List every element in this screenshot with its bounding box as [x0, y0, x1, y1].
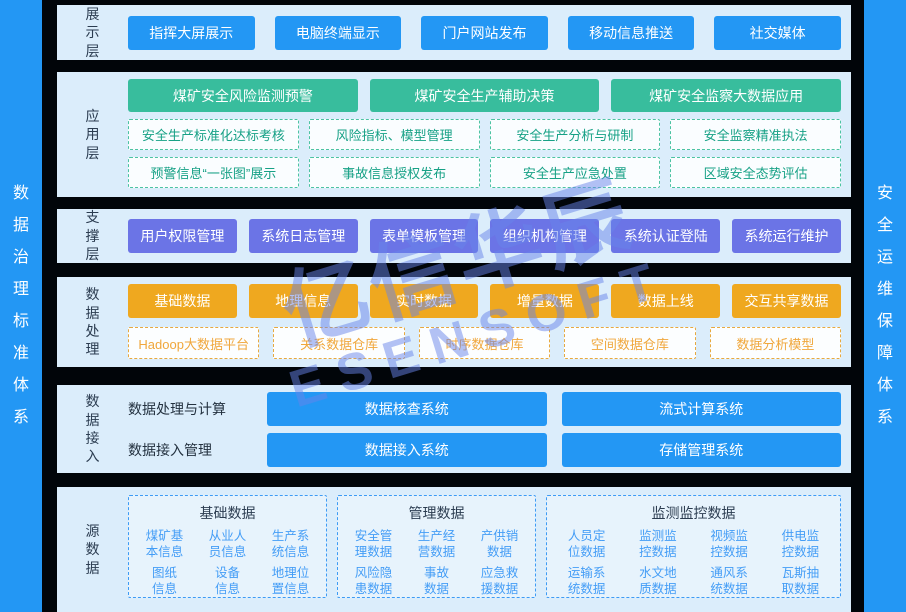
source-item: 地理位 置信息 — [271, 565, 310, 596]
access-row-label: 数据处理与计算 — [128, 401, 226, 417]
source-item: 安全管 理数据 — [354, 529, 393, 560]
layer-label-display: 展示层 — [85, 5, 100, 59]
processing-item: 增量数据 — [490, 284, 600, 318]
source-item: 从业人 员信息 — [208, 529, 247, 560]
source-item: 设备 信息 — [214, 565, 240, 596]
source-group-management-data: 管理数据 安全管 理数据 生产经 营数据 产供销 数据 风险隐 患数据 事故 数… — [337, 495, 536, 598]
support-item: 系统日志管理 — [248, 219, 358, 253]
source-item: 供电监 控数据 — [781, 529, 820, 560]
source-group-title: 基础数据 — [199, 505, 256, 521]
source-item: 视频监 控数据 — [710, 529, 748, 560]
access-system-item: 数据接入系统 — [267, 433, 547, 467]
layer-label-support: 支撑层 — [85, 209, 100, 263]
display-item: 移动信息推送 — [567, 15, 695, 50]
app-sub-item: 安全生产分析与研制 — [489, 119, 661, 150]
app-primary-item: 煤矿安全生产辅助决策 — [369, 79, 600, 112]
panel-source-data-layer: 源数据 基础数据 煤矿基 本信息 从业人 员信息 生产系 统信息 图纸 信息 设… — [57, 487, 851, 612]
panel-data-processing-layer: 数据处理 基础数据 地理信息 实时数据 增量数据 数据上线 交互共享数据 Had… — [57, 277, 851, 367]
source-item: 通风系 统数据 — [710, 565, 748, 596]
source-item: 生产系 统信息 — [271, 529, 310, 560]
support-item: 系统运行维护 — [732, 219, 841, 253]
source-item: 瓦斯抽 取数据 — [781, 565, 820, 596]
display-item: 门户网站发布 — [421, 15, 548, 50]
right-sidebar-label: 安全运维保障体系 — [876, 185, 893, 426]
source-item: 产供销 数据 — [480, 529, 519, 560]
display-item: 指挥大屏展示 — [128, 15, 255, 50]
source-group-title: 管理数据 — [408, 505, 465, 521]
source-item: 煤矿基 本信息 — [145, 529, 184, 560]
app-sub-item: 安全监察精准执法 — [670, 119, 841, 150]
panel-data-access-layer: 数据接入 数据处理与计算 数据核查系统 流式计算系统 数据接入管理 数据接入系统… — [57, 385, 851, 473]
support-item: 表单模板管理 — [369, 219, 479, 253]
processing-item: 实时数据 — [369, 284, 479, 318]
app-primary-item: 煤矿安全风险监测预警 — [128, 79, 358, 112]
source-item: 人员定 位数据 — [567, 529, 606, 560]
source-item: 生产经 营数据 — [417, 529, 456, 560]
app-sub-item: 区域安全态势评估 — [670, 157, 841, 188]
processing-platform-item: 空间数据仓库 — [564, 327, 696, 359]
display-item: 社交媒体 — [714, 15, 841, 50]
layer-label-processing: 数据处理 — [85, 286, 100, 358]
app-sub-item: 预警信息“一张图”展示 — [128, 157, 299, 188]
source-item: 水文地 质数据 — [639, 565, 677, 596]
panel-support-layer: 支撑层 用户权限管理 系统日志管理 表单模板管理 组织机构管理 系统认证登陆 系… — [57, 209, 851, 263]
right-sidebar-ops-guarantee: 安全运维保障体系 — [864, 0, 906, 612]
app-sub-item: 安全生产标准化达标考核 — [128, 119, 299, 150]
access-row-label: 数据接入管理 — [128, 442, 212, 458]
app-sub-item: 风险指标、模型管理 — [308, 119, 480, 150]
processing-platform-item: Hadoop大数据平台 — [128, 327, 260, 359]
processing-item: 地理信息 — [248, 284, 358, 318]
support-item: 系统认证登陆 — [611, 219, 721, 253]
support-item: 用户权限管理 — [128, 219, 237, 253]
access-system-item: 数据核查系统 — [267, 392, 547, 426]
layer-label-access: 数据接入 — [85, 393, 100, 465]
processing-platform-item: 时序数据仓库 — [418, 327, 551, 359]
source-item: 图纸 信息 — [151, 565, 177, 596]
panel-display-layer: 展示层 指挥大屏展示 电脑终端显示 门户网站发布 移动信息推送 社交媒体 — [57, 5, 851, 60]
source-group-monitoring-data: 监测监控数据 人员定 位数据 监测监 控数据 视频监 控数据 供电监 控数据 运… — [546, 495, 841, 598]
app-sub-item: 安全生产应急处置 — [489, 157, 661, 188]
source-item: 事故 数据 — [423, 565, 449, 596]
processing-platform-item: 关系数据仓库 — [273, 327, 405, 359]
layer-label-source: 源数据 — [85, 522, 100, 576]
source-group-title: 监测监控数据 — [651, 505, 736, 521]
access-system-item: 流式计算系统 — [561, 392, 841, 426]
left-sidebar-label: 数据治理标准体系 — [12, 185, 29, 426]
processing-platform-item: 数据分析模型 — [709, 327, 842, 359]
source-group-basic-data: 基础数据 煤矿基 本信息 从业人 员信息 生产系 统信息 图纸 信息 设备 信息… — [128, 495, 327, 598]
left-sidebar-data-governance: 数据治理标准体系 — [0, 0, 42, 612]
processing-item: 基础数据 — [128, 284, 237, 318]
panel-application-layer: 应用层 煤矿安全风险监测预警 煤矿安全生产辅助决策 煤矿安全监察大数据应用 安全… — [57, 72, 851, 197]
source-item: 风险隐 患数据 — [354, 565, 393, 596]
access-system-item: 存储管理系统 — [561, 433, 841, 467]
source-item: 运输系 统数据 — [567, 565, 606, 596]
app-primary-item: 煤矿安全监察大数据应用 — [611, 79, 842, 112]
processing-item: 交互共享数据 — [732, 284, 841, 318]
app-sub-item: 事故信息授权发布 — [308, 157, 480, 188]
source-item: 监测监 控数据 — [639, 529, 677, 560]
source-item: 应急救 援数据 — [480, 565, 519, 596]
display-item: 电脑终端显示 — [274, 15, 402, 50]
layer-label-application: 应用层 — [85, 107, 100, 161]
support-item: 组织机构管理 — [490, 219, 600, 253]
processing-item: 数据上线 — [611, 284, 721, 318]
